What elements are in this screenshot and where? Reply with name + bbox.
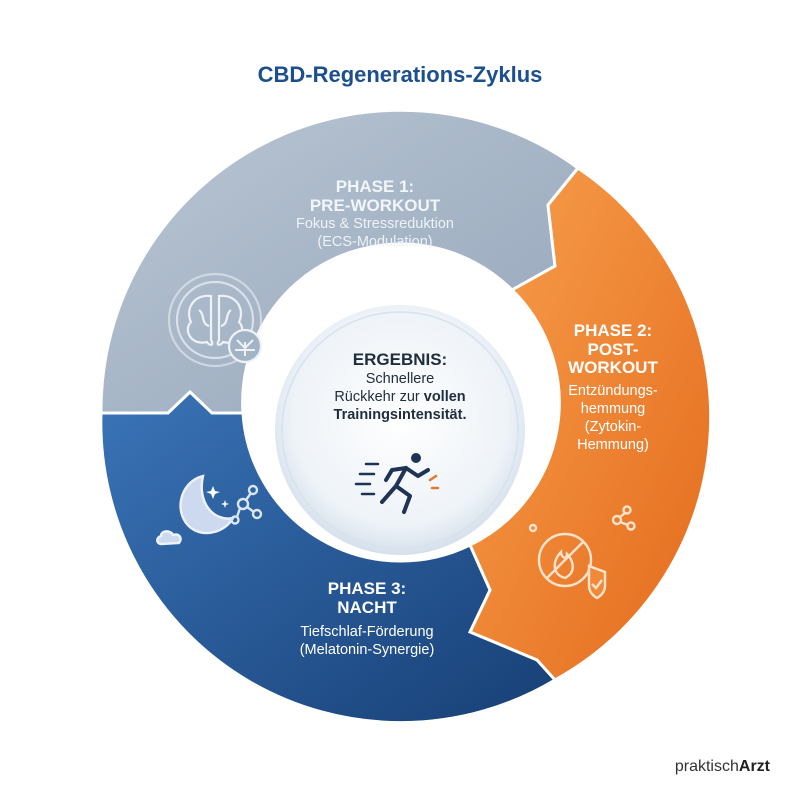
diagram-title: CBD-Regenerations-Zyklus <box>257 62 543 87</box>
center-text: ERGEBNIS: Schnellere Rückkehr zur vollen… <box>300 350 500 424</box>
center-title: ERGEBNIS: <box>352 350 448 369</box>
brand-part-2: Arzt <box>738 758 770 775</box>
phase3-text: PHASE 3: NACHT Tiefschlaf-Förderung (Mel… <box>222 579 512 659</box>
phase1-desc: Fokus & Stressreduktion <box>296 216 454 233</box>
phase2-text: PHASE 2: POST- WORKOUT Entzündungs- hemm… <box>538 321 688 454</box>
no-fire-shield-icon <box>528 505 636 600</box>
brand-logo: praktischArzt <box>675 758 770 776</box>
phase2-desc-4: Hemmung) <box>577 436 649 453</box>
brand-part-1: praktisch <box>674 758 739 775</box>
center-line-3: Trainingsintensität. <box>333 407 467 424</box>
phase1-text: PHASE 1: PRE-WORKOUT Fokus & Stressreduk… <box>230 177 520 251</box>
phase3-name: NACHT <box>337 597 397 617</box>
center-line-2-a: Rückkehr zur <box>334 389 424 406</box>
brain-cannabis-icon <box>167 272 263 368</box>
phase1-name: PRE-WORKOUT <box>309 195 441 215</box>
phase1-desc-sub: (ECS-Modulation) <box>317 234 433 251</box>
center-line-2: Rückkehr zur vollen <box>300 388 500 406</box>
phase2-name-1: POST- <box>587 339 639 359</box>
phase1-label: PHASE 1: <box>335 177 415 196</box>
phase2-desc-3: (Zytokin- <box>584 418 642 435</box>
runner-icon <box>354 453 440 514</box>
phase2-desc-1: Entzündungs- <box>568 383 658 400</box>
phase2-desc-2: hemmung <box>580 401 646 417</box>
phase1-segment <box>99 108 581 415</box>
phase3-desc-sub: (Melatonin-Synergie) <box>299 642 435 659</box>
center-line-2-b: vollen <box>423 389 466 406</box>
moon-stars-icon <box>156 474 263 546</box>
phase3-segment <box>99 389 558 725</box>
phase2-name-2: WORKOUT <box>568 358 658 378</box>
phase3-label: PHASE 3: <box>327 579 407 598</box>
phase3-desc: Tiefschlaf-Förderung <box>300 624 434 641</box>
center-circle <box>269 299 531 561</box>
center-line-1: Schnellere <box>365 371 435 387</box>
phase2-label: PHASE 2: <box>573 321 653 340</box>
phase2-segment <box>467 165 713 682</box>
